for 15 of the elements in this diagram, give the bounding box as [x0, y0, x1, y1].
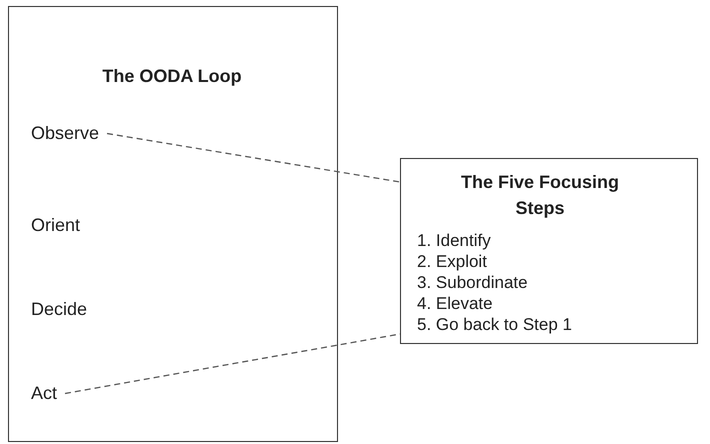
panel-box	[8, 6, 338, 442]
list-item: 4. Elevate	[417, 294, 493, 314]
step-label: Decide	[31, 299, 88, 320]
list-item: 5. Go back to Step 1	[417, 315, 572, 335]
panel-title: The OODA Loop	[101, 65, 243, 88]
panel-box	[400, 158, 698, 344]
list-item: 3. Subordinate	[417, 273, 528, 293]
list-item: 1. Identify	[417, 231, 491, 251]
step-label: Orient	[31, 215, 80, 236]
step-label: Observe	[31, 123, 100, 144]
panel-title: The Five Focusing Steps	[460, 171, 620, 220]
list-item: 2. Exploit	[417, 252, 487, 272]
step-label: Act	[31, 383, 58, 404]
connector-line	[106, 132, 400, 183]
connector-line	[64, 333, 400, 394]
